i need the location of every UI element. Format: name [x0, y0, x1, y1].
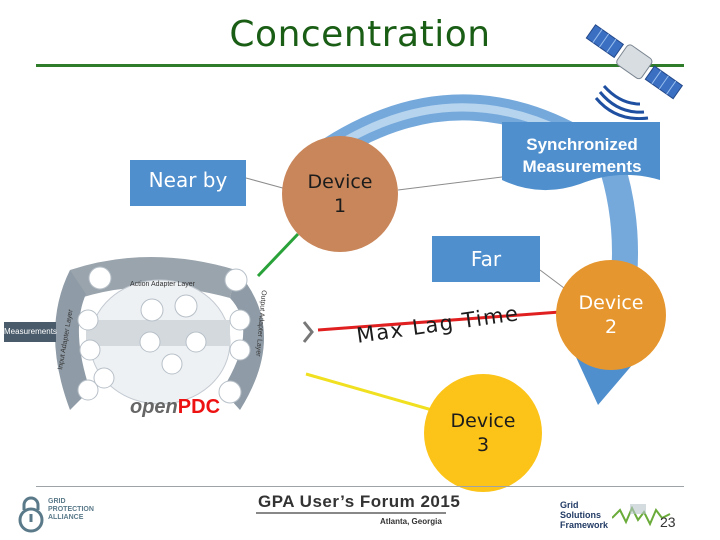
forum-location: Atlanta, Georgia — [380, 517, 442, 526]
gsf-logo-text: Grid Solutions Framework — [560, 500, 609, 530]
openpdc-logo: openPDC — [130, 396, 221, 418]
satellite-icon — [585, 24, 684, 120]
gpa-lock-icon — [18, 496, 44, 533]
near-by-label: Near by — [130, 160, 246, 206]
gsf-wave-icon — [612, 504, 671, 527]
measurements-tag: Measurements — [4, 322, 57, 342]
green-link — [256, 232, 300, 278]
slide-number: 23 — [660, 514, 676, 530]
far-label: Far — [432, 236, 540, 282]
red-link — [317, 310, 561, 332]
sync-measurements-label: Synchronized Measurements — [522, 135, 642, 176]
device-1-circle: Device 1 — [282, 136, 398, 252]
footer-divider — [36, 486, 684, 487]
openpdc-diagram: Action Adapter Layer Input Adapter Layer… — [55, 257, 267, 410]
yellow-link — [305, 372, 433, 412]
input-adapter-band — [55, 270, 90, 410]
forum-underline — [256, 512, 446, 514]
forum-title: GPA User’s Forum 2015 — [258, 492, 461, 511]
device-3-circle: Device 3 — [424, 374, 542, 492]
action-layer-label: Action Adapter Layer — [130, 281, 196, 288]
gpa-logo-text: GRID PROTECTION ALLIANCE — [48, 498, 94, 521]
title-underline — [36, 64, 684, 67]
slide-title: Concentration — [229, 14, 491, 55]
device-2-circle: Device 2 — [556, 260, 666, 370]
sync-banner — [502, 122, 660, 191]
